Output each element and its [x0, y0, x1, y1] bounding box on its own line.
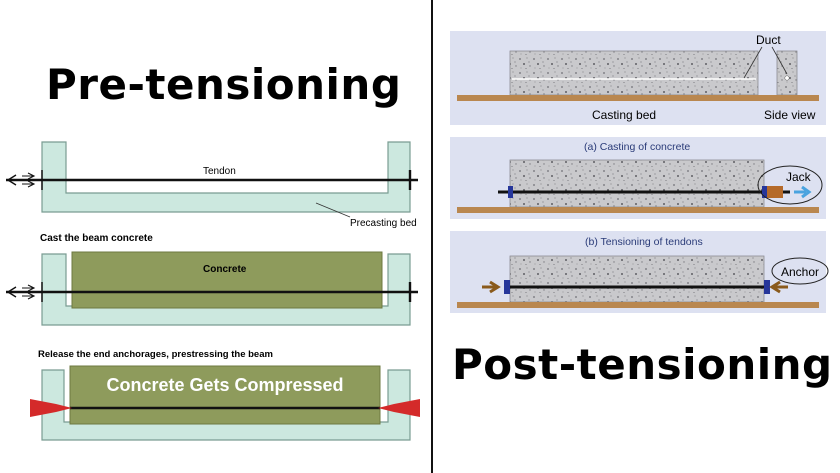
duct-label: Duct: [756, 33, 781, 47]
concrete-beam-3: [509, 255, 765, 303]
jack-highlight-ellipse: [757, 165, 823, 205]
casting-caption: (a) Casting of concrete: [584, 141, 690, 153]
compressed-label: Concrete Gets Compressed: [106, 375, 343, 395]
arrow-icon: [22, 292, 36, 300]
arrow-icon: [22, 284, 36, 292]
leader-line: [771, 46, 788, 75]
anchor-label: Anchor: [781, 265, 819, 279]
pretensioning-title: Pre-tensioning: [46, 60, 402, 109]
compression-arrow-left-icon: [30, 399, 72, 417]
compression-arrow-right-icon: [378, 399, 420, 417]
concrete-block-2: [71, 251, 383, 309]
pull-arrow-icon: [7, 174, 17, 186]
anchor-force-arrow-right-icon: [769, 280, 788, 294]
tensioning-caption: (b) Tensioning of tendons: [585, 236, 703, 248]
pretension-stage-1: Tendon Precasting bed: [6, 141, 418, 229]
leader-line: [743, 46, 763, 79]
concrete-beam-1: [509, 50, 759, 96]
concrete-beam-2: [509, 159, 765, 208]
tendon-label: Tendon: [203, 166, 236, 177]
concrete-label: Concrete: [203, 264, 247, 275]
casting-bed-3: [457, 302, 819, 308]
casting-bed: [457, 95, 819, 101]
posttension-panel-3: (b) Tensioning of tendons Anchor: [450, 231, 829, 313]
casting-bed-label: Casting bed: [592, 108, 656, 122]
precasting-bed-1: [41, 141, 411, 213]
stage-2-caption: Cast the beam concrete: [40, 233, 153, 244]
anchor-plate-left: [504, 280, 510, 294]
posttensioning-title: Post-tensioning: [452, 340, 833, 389]
stage-3-caption: Release the end anchorages, prestressing…: [38, 349, 273, 360]
anchor-highlight-ellipse: [771, 257, 829, 285]
jack-pull-arrow-icon: [794, 185, 812, 199]
posttension-panel-2: (a) Casting of concrete Jack: [450, 137, 826, 219]
pretension-stage-3: Release the end anchorages, prestressing…: [30, 349, 420, 441]
duct-section-icon: [784, 75, 790, 81]
pretension-stage-2: Cast the beam concrete Concrete: [6, 233, 418, 326]
jack-label: Jack: [786, 170, 812, 184]
arrow-icon: [22, 180, 36, 188]
casting-bed-2: [457, 207, 819, 213]
side-view-section: [776, 50, 798, 96]
leader-line: [315, 202, 351, 218]
concrete-block-3: [69, 365, 381, 425]
arrow-icon: [22, 172, 36, 180]
posttension-panel-1: Duct Casting bed Side view: [450, 31, 826, 125]
anchor-plate-right: [762, 186, 767, 198]
jack-body: [767, 186, 783, 198]
anchor-force-arrow-left-icon: [482, 280, 501, 294]
precasting-bed-label: Precasting bed: [350, 218, 417, 229]
anchor-plate-right: [764, 280, 770, 294]
side-view-label: Side view: [764, 108, 816, 122]
pull-arrow-icon: [7, 286, 17, 298]
anchor-plate-left: [508, 186, 513, 198]
